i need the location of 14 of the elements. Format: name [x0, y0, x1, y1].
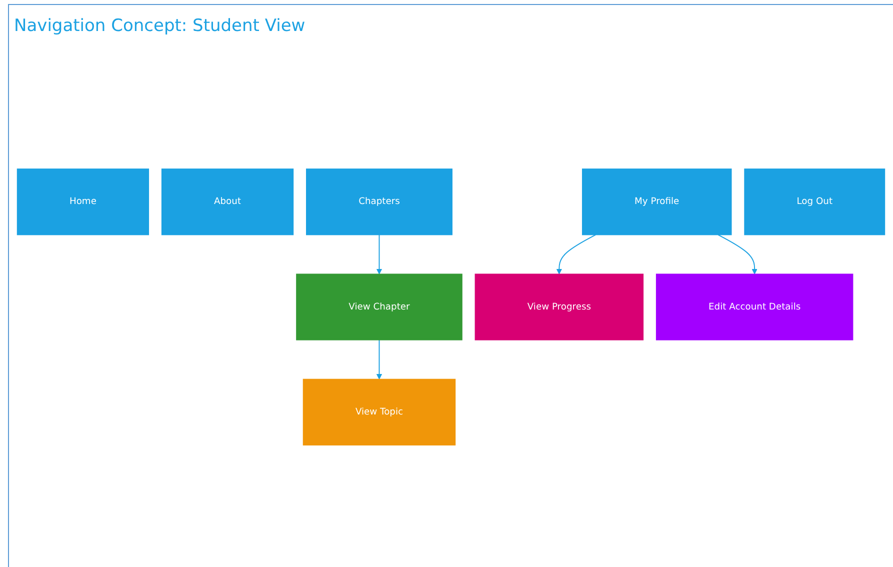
diagram-title: Navigation Concept: Student View	[14, 16, 306, 36]
arrow	[556, 234, 596, 274]
node-box: View Chapter	[296, 274, 462, 340]
node-box: Edit Account Details	[656, 274, 854, 340]
node-box: Log Out	[744, 168, 886, 236]
arrow	[376, 234, 382, 274]
node-box: My Profile	[582, 168, 732, 236]
arrow	[718, 234, 758, 274]
arrow	[376, 339, 382, 380]
node-box: Chapters	[306, 168, 452, 236]
node-box: Home	[16, 168, 150, 236]
node-box: About	[161, 168, 294, 236]
node-box: View Progress	[474, 274, 644, 340]
node-box: View Topic	[302, 378, 456, 446]
